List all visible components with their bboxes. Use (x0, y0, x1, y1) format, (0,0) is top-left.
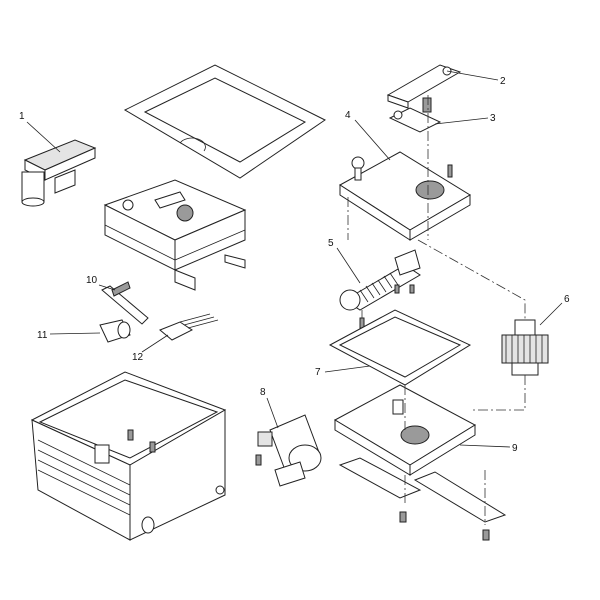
callout-3: 3 (490, 113, 496, 124)
part-3-link (388, 97, 442, 133)
centerlines (347, 95, 526, 525)
part-6-pinion-gear (501, 319, 549, 376)
foundation-box (30, 371, 227, 541)
part-5-worm-shaft (339, 249, 421, 329)
callout-6: 6 (564, 294, 570, 305)
part-8-motor (255, 414, 322, 487)
callout-2: 2 (500, 76, 506, 87)
callout-7: 7 (315, 367, 321, 378)
part-7-gasket (328, 309, 472, 386)
part-4-gearbox-cover (339, 151, 471, 241)
part-9-gearbox-base (333, 384, 507, 541)
part-2-arm (386, 64, 462, 109)
callout-10: 10 (86, 275, 98, 286)
callout-11: 11 (37, 330, 48, 341)
part-1-release-lever (21, 139, 97, 207)
top-cover-lid (123, 64, 326, 179)
callout-numbers: 1 2 3 4 5 6 7 8 9 10 11 12 (19, 76, 570, 454)
callout-5: 5 (328, 238, 334, 249)
callout-8: 8 (260, 387, 266, 398)
callout-9: 9 (512, 443, 518, 454)
part-11-key-sleeve (99, 319, 131, 343)
callout-leaders (26, 70, 563, 448)
assembled-operator (103, 179, 247, 291)
callout-4: 4 (345, 110, 351, 121)
part-12-connector (159, 313, 219, 341)
callout-12: 12 (132, 352, 144, 363)
callout-1: 1 (19, 111, 25, 122)
